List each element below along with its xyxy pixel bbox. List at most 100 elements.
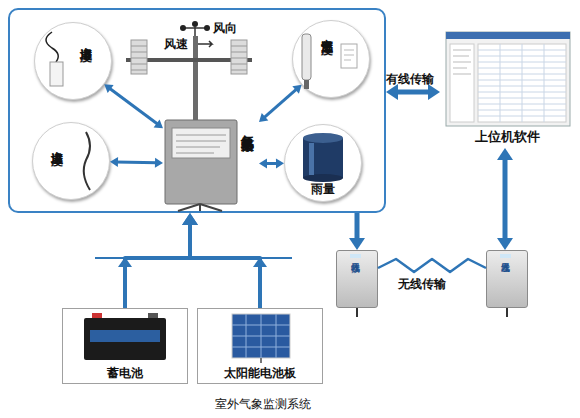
edge-label: 有线传输	[386, 73, 434, 85]
battery-body	[84, 318, 166, 360]
rain-gauge	[303, 133, 343, 182]
solar-panel	[232, 314, 290, 363]
battery-terminal	[148, 313, 158, 318]
flow-arrow	[125, 213, 198, 308]
shield-plates	[231, 46, 247, 70]
flow-arrow	[497, 148, 513, 250]
arrow-head	[182, 213, 198, 225]
sensor-probe	[302, 34, 311, 80]
sensor-probe	[84, 132, 90, 190]
side-items	[453, 50, 471, 74]
sensor-circle: 土壤温度	[32, 122, 110, 200]
connector-line	[116, 160, 158, 164]
title-bar	[446, 32, 570, 39]
connector-line	[265, 162, 279, 165]
weather-station	[126, 21, 252, 211]
card-lines	[344, 50, 354, 60]
battery-stripe	[90, 330, 160, 342]
flow-arrow	[110, 157, 163, 168]
wireless-link	[378, 259, 486, 272]
node-label: 蓄电池	[63, 367, 187, 379]
connector-line	[394, 90, 431, 95]
flow-arrow	[259, 158, 284, 168]
probe-tip	[304, 80, 309, 89]
panel-grid	[232, 314, 290, 358]
sensor-circle: 土壤湿度	[34, 22, 112, 100]
radiation-shield	[131, 40, 147, 74]
collector-node: 气象站采集器	[163, 116, 259, 212]
connector-line	[109, 88, 159, 125]
radiation-shield	[231, 40, 247, 74]
flow-arrow	[349, 213, 365, 250]
flow-arrow	[259, 85, 302, 122]
tripod	[178, 204, 222, 211]
battery-terminal	[92, 313, 102, 318]
arrow-head	[276, 158, 284, 168]
wireless-device: 无线发送器	[486, 250, 528, 308]
connector-line	[503, 156, 508, 241]
arrow-head	[154, 119, 163, 128]
mast	[193, 36, 198, 120]
system-frame: 土壤湿度 空气温湿度气象站采集器土壤温度雨量	[8, 8, 386, 213]
node-label: 上位机软件	[440, 130, 574, 143]
bus-arrow-head	[253, 257, 267, 267]
gauge-base	[303, 174, 343, 182]
arrow-head	[292, 85, 301, 94]
gauge-body	[303, 138, 343, 178]
side-pane	[450, 44, 474, 122]
anemometer-cup	[204, 25, 210, 31]
arrow-head	[259, 113, 268, 122]
sensor-card	[341, 44, 357, 68]
edge-label: 无线传输	[398, 278, 446, 290]
flow-arrow	[104, 84, 163, 128]
caption: 室外气象监测系统	[190, 398, 335, 410]
connector-line	[190, 221, 260, 308]
node-label: 空气温湿度	[321, 29, 333, 34]
panel-face	[232, 314, 290, 358]
anemometer-cup	[192, 21, 198, 27]
software-screenshot	[446, 32, 570, 126]
power-bus	[95, 257, 292, 259]
sensor-circle: 空气温湿度	[292, 20, 370, 98]
power-box: 蓄电池	[62, 308, 188, 384]
air-sensor	[302, 34, 357, 89]
flow-arrow	[182, 213, 260, 308]
plate-lines	[176, 135, 226, 153]
table-pane	[478, 44, 566, 122]
arrow-head	[110, 157, 118, 167]
soil-temperature-sensor	[84, 132, 90, 190]
shield-plates	[131, 46, 147, 70]
window	[446, 32, 570, 126]
wind-vane	[198, 41, 212, 47]
node-label: 土壤温度	[51, 141, 63, 145]
node-label: 气象站采集器	[241, 124, 254, 130]
arrow-head	[349, 238, 365, 250]
arrow-head	[104, 84, 113, 93]
panel-stand	[260, 358, 262, 363]
arrow-head	[428, 84, 440, 100]
connector-line	[378, 259, 486, 272]
wireless-device: 无线接收器	[336, 250, 378, 308]
arrow-head	[182, 213, 198, 225]
soil-moisture-sensor	[46, 32, 63, 86]
table-rows	[478, 50, 566, 116]
software-node: 上位机软件	[440, 28, 574, 148]
device-cable	[357, 308, 507, 317]
battery	[84, 313, 166, 360]
node-label: 无线发送器	[500, 254, 511, 258]
connector-line	[263, 88, 297, 118]
arrow-head	[259, 159, 267, 169]
collector-box	[165, 120, 237, 204]
sensor-cable	[46, 32, 58, 62]
node-label: 土壤湿度	[80, 37, 92, 41]
flow-arrow	[386, 84, 440, 100]
connector-line	[125, 221, 190, 308]
connector-line	[355, 213, 360, 242]
anemometer-arms	[183, 27, 207, 36]
table-columns	[500, 44, 544, 122]
node-label: 无线接收器	[350, 254, 361, 258]
node-label: 雨量	[285, 183, 361, 195]
gauge-top	[303, 133, 343, 143]
arrow-head	[497, 238, 513, 250]
